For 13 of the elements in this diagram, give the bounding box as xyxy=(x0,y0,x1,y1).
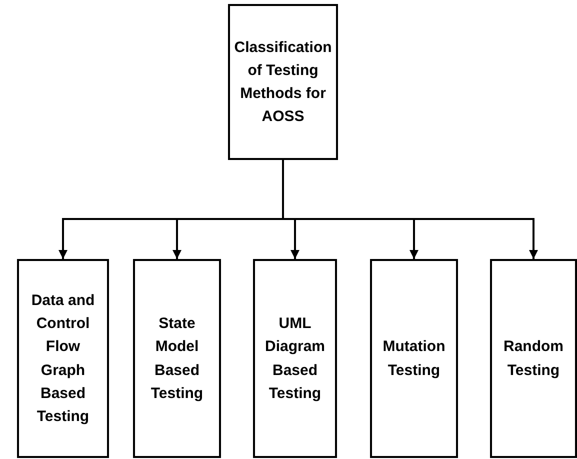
box-label: State Model Based Testing xyxy=(150,314,204,404)
box-label: Data and Control Flow Graph Based Testing xyxy=(30,290,96,427)
arrow xyxy=(282,160,538,259)
box-label: Random Testing xyxy=(502,337,564,380)
box-label: Classification of Testing Methods for AOSS xyxy=(233,38,333,128)
category-box xyxy=(17,259,109,458)
category-box xyxy=(133,259,221,458)
root-box xyxy=(228,4,338,160)
box-label: Mutation Testing xyxy=(382,337,446,380)
category-box xyxy=(370,259,458,458)
box-label: UML Diagram Based Testing xyxy=(264,314,326,404)
category-box xyxy=(490,259,577,458)
category-box xyxy=(253,259,337,458)
